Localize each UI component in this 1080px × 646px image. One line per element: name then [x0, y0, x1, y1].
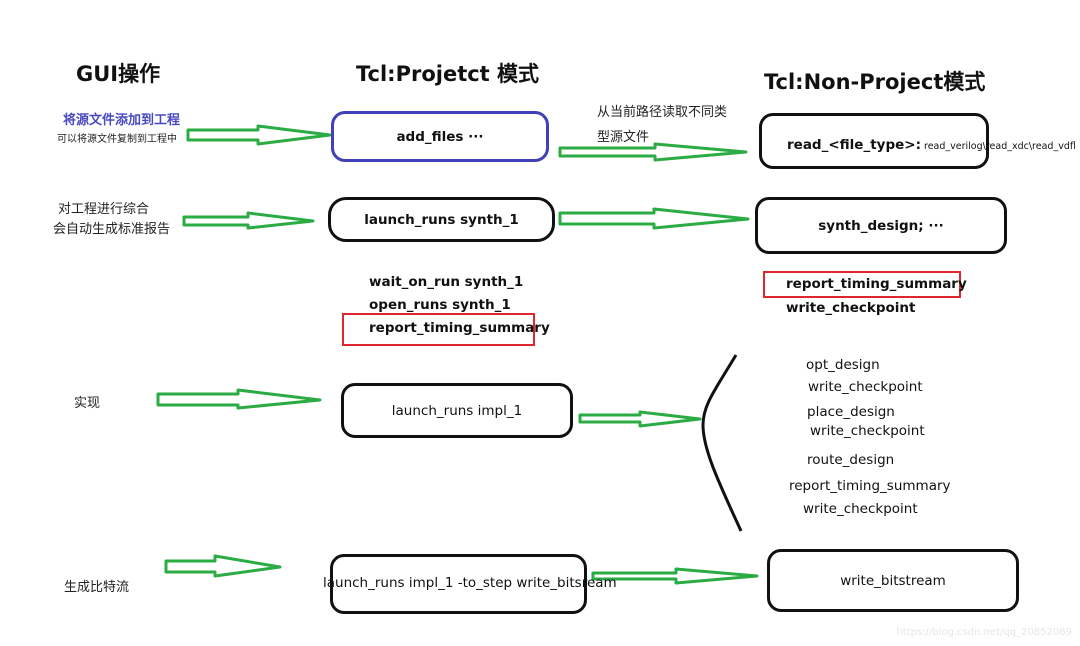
watermark: https://blog.csdn.net/qq_20852069 — [896, 627, 1072, 638]
synth-followup-report: report_timing_summary — [369, 320, 550, 336]
arrow-add-files-gui — [186, 124, 332, 146]
impl-bracket — [701, 354, 743, 532]
arrow-add-files-project — [558, 142, 748, 162]
launch-bitstream-box — [330, 554, 587, 614]
arrow-synth-gui — [182, 211, 315, 230]
write-bitstream-box: write_bitstream — [767, 549, 1019, 612]
gui-impl-label: 实现 — [74, 396, 101, 411]
read-file-type-cmd: read_<file_type>: read_verilog\read_xdc\… — [787, 134, 1076, 153]
highlight-frame-project — [342, 313, 535, 346]
arrow-impl-project — [578, 410, 702, 428]
gui-synth-line1: 对工程进行综合 — [58, 202, 150, 217]
synth-design-cmd: synth_design; ··· — [818, 217, 944, 234]
launch-bitstream-cmd: launch_runs impl_1 -to_step write_bitsre… — [323, 575, 617, 591]
gui-bitstream-label: 生成比特流 — [64, 580, 130, 595]
write-bitstream-cmd: write_bitstream — [840, 572, 946, 589]
arrow-impl-gui — [156, 388, 322, 410]
highlight-frame-non-project — [763, 271, 961, 298]
gui-synth-line2: 会自动生成标准报告 — [53, 222, 171, 237]
impl-step-place: place_design — [807, 404, 895, 420]
add-files-box: add_files ··· — [331, 111, 549, 162]
impl-step-report: report_timing_summary — [789, 478, 951, 494]
read-file-type-box — [759, 113, 989, 169]
impl-step-route: route_design — [807, 452, 895, 468]
gui-add-source-subtitle: 可以将源文件复制到工程中 — [57, 134, 177, 145]
launch-synth-box: launch_runs synth_1 — [328, 197, 555, 242]
impl-step-opt: opt_design — [806, 357, 880, 373]
read-files-note-line1: 从当前路径读取不同类 — [597, 105, 728, 120]
non-project-synth-report: report_timing_summary — [786, 276, 967, 292]
launch-synth-cmd: launch_runs synth_1 — [364, 211, 519, 228]
heading-project-mode: Tcl:Projetct 模式 — [356, 62, 540, 86]
impl-step-checkpoint-1: write_checkpoint — [808, 379, 923, 395]
add-files-cmd: add_files ··· — [396, 128, 484, 145]
read-files-note-line2: 型源文件 — [597, 130, 650, 145]
synth-design-box: synth_design; ··· — [755, 197, 1007, 254]
non-project-synth-checkpoint: write_checkpoint — [786, 300, 916, 316]
launch-impl-box: launch_runs impl_1 — [341, 383, 573, 438]
arrow-synth-project — [558, 207, 750, 230]
impl-step-checkpoint-2: write_checkpoint — [810, 423, 925, 439]
gui-add-source-title: 将源文件添加到工程 — [63, 113, 181, 128]
read-file-type-cmd-main: read_<file_type>: — [787, 137, 921, 153]
synth-followup-wait: wait_on_run synth_1 — [369, 274, 524, 290]
read-file-type-cmd-examples: read_verilog\read_xdc\read_vdfl — [920, 141, 1076, 152]
arrow-bitstream-project — [591, 567, 759, 585]
launch-impl-cmd: launch_runs impl_1 — [391, 402, 523, 419]
arrow-bitstream-gui — [164, 554, 282, 578]
synth-followup-open: open_runs synth_1 — [369, 297, 511, 313]
heading-gui: GUI操作 — [76, 62, 161, 86]
impl-step-checkpoint-3: write_checkpoint — [803, 501, 918, 517]
heading-non-project-mode: Tcl:Non-Project模式 — [764, 70, 986, 94]
